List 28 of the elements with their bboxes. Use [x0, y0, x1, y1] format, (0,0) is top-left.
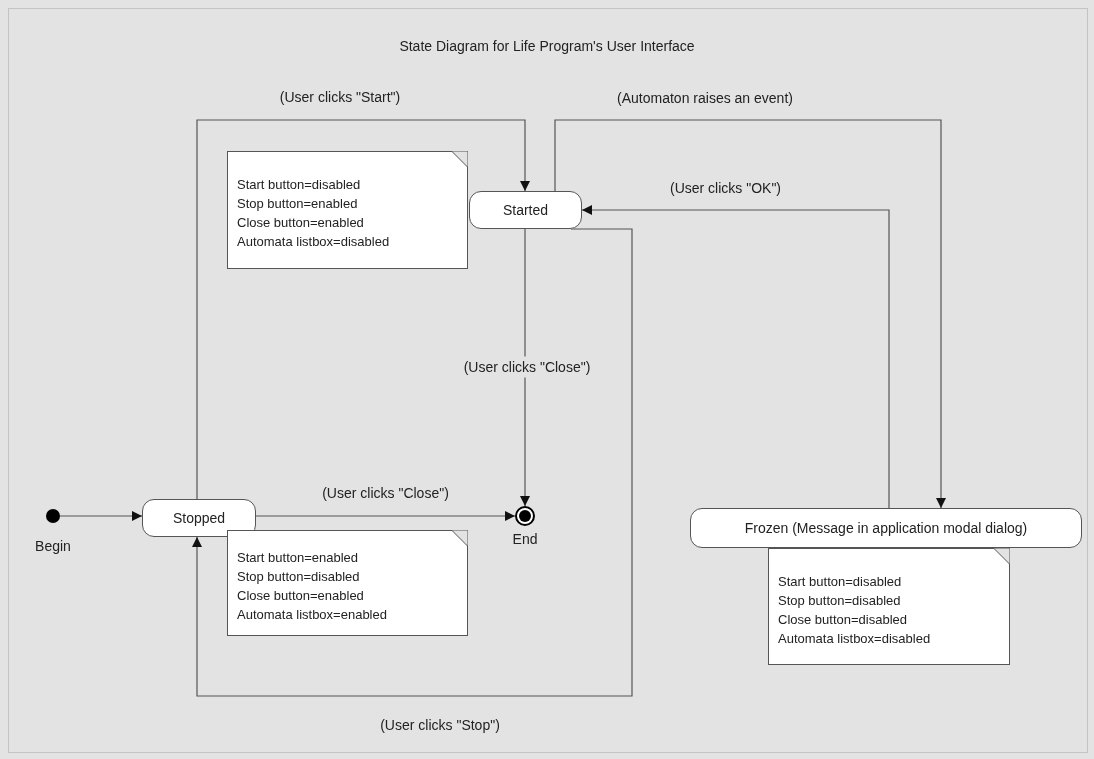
note-text: Close button=enabled: [237, 214, 365, 232]
transition-arrow: [59, 511, 143, 521]
note-text: Start button=disabled: [237, 176, 362, 194]
note-text: Automata listbox=disabled: [237, 233, 391, 251]
state-caption: Begin: [35, 537, 71, 556]
note-text: Stop button=disabled: [237, 568, 361, 586]
transition-arrow: [192, 228, 633, 697]
transition-arrow: [196, 119, 530, 500]
transition-arrow: [581, 205, 890, 509]
transition-arrow: [520, 228, 530, 507]
state-box: Frozen (Message in application modal dialog): [690, 508, 1082, 548]
note-text: Stop button=enabled: [237, 195, 359, 213]
state-box: Stopped: [142, 499, 256, 537]
transition-arrow: [255, 511, 516, 521]
note-box: [768, 548, 1010, 665]
note-text: Start button=enabled: [237, 549, 360, 567]
diagram-title: State Diagram for Life Program's User Interface: [398, 37, 696, 56]
note-text: Stop button=disabled: [778, 591, 902, 610]
transition-arrow: [554, 119, 946, 509]
note-text: Automata listbox=enabled: [237, 606, 388, 624]
note-box: [227, 151, 468, 269]
note-text: Close button=disabled: [778, 610, 908, 629]
note-text: Close button=enabled: [237, 587, 365, 605]
note-text: Start button=disabled: [778, 572, 903, 591]
note-text: Automata listbox=disabled: [778, 629, 932, 648]
note-box: [227, 530, 468, 636]
state-box: Started: [469, 191, 582, 229]
state-caption: End: [512, 530, 538, 549]
